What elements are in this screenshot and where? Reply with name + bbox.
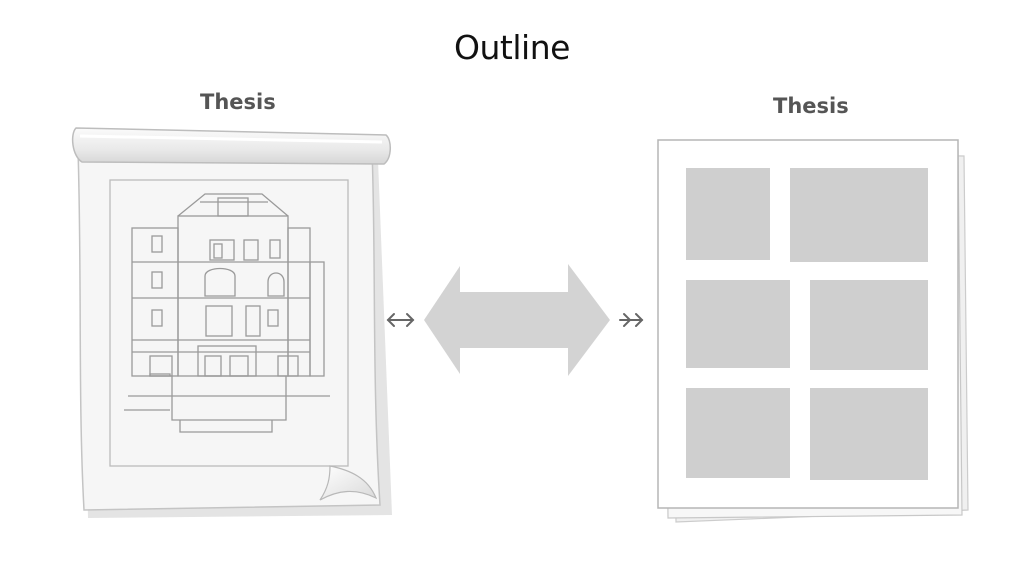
left-panel-label: Thesis — [200, 90, 276, 114]
grid-block — [686, 168, 770, 260]
building-sketch-icon — [124, 193, 330, 433]
grid-block — [790, 168, 928, 262]
blueprint-scroll — [71, 127, 392, 518]
left-arrow-icon — [386, 313, 415, 327]
right-panel-label: Thesis — [773, 94, 849, 118]
grid-block — [810, 388, 928, 480]
layout-grid — [686, 168, 928, 480]
grid-block — [686, 280, 790, 368]
diagram-title: Outline — [454, 28, 570, 67]
grid-block — [686, 388, 790, 478]
grid-block — [810, 280, 928, 370]
right-arrow-icon — [619, 313, 644, 327]
double-arrow-shape — [424, 264, 610, 376]
